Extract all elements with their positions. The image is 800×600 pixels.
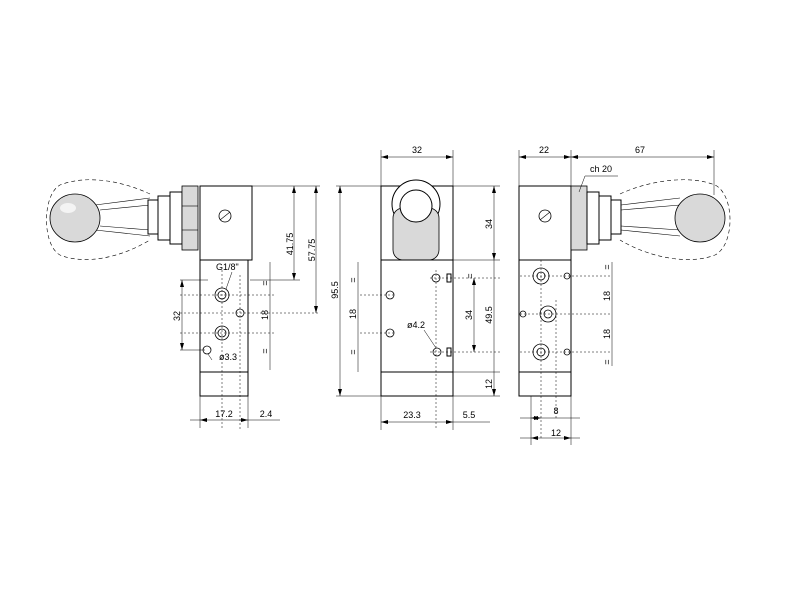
dim-equal-2: = [260,348,270,353]
dim-8: 8 [553,406,558,416]
right-handle-alt-outline [619,179,731,260]
dim-57-75: 57.75 [307,239,317,262]
dim-front-mid-34: 34 [464,310,474,320]
callout-hole-3-3: ø3.3 [219,352,237,362]
lever-arm [94,197,151,237]
dim-front-12: 12 [484,379,494,389]
callout-thread: G1/8" [216,262,239,272]
dim-right-eq-2: = [602,359,612,364]
dim-2-4: 2.4 [260,409,273,419]
arrowheads [180,155,714,440]
dim-22: 22 [539,145,549,155]
lock-nut [157,195,171,241]
dim-17-2: 17.2 [215,409,233,419]
front-base [380,371,454,397]
dim-18: 18 [260,310,270,320]
dim-right-18b: 18 [602,329,612,339]
right-hex-body [570,185,588,251]
dim-equal-1: = [260,280,270,285]
dim-right-eq-1: = [602,264,612,269]
front-hole-d [432,347,442,357]
dim-front-32: 32 [412,145,422,155]
dim-front-34: 34 [484,219,494,229]
dim-front-eq-1: = [348,277,358,282]
right-base [518,371,572,397]
dim-67: 67 [635,145,645,155]
right-view: 22 67 18 18 = = 8 12 ch 20 [518,145,731,445]
right-head [518,185,572,261]
valve-base [199,371,249,397]
dim-5-5: 5.5 [463,410,476,420]
right-lever-arm [620,197,681,237]
mount-nut [169,191,183,245]
dim-49-5: 49.5 [484,306,494,324]
dim-front-eq-3: = [465,273,475,278]
thread-collar [147,199,159,235]
callout-hole-4-2: ø4.2 [407,320,425,330]
left-view: 41.75 57.75 32 18 = = 17.2 2.4 G1/8" ø3.… [46,179,320,430]
front-view: 32 34 95.5 18 = = 34 49.5 12 = 23.3 5.5 … [330,145,500,430]
dim-95-5: 95.5 [330,281,340,299]
hex-body [181,185,199,251]
actuator-head [199,185,253,261]
knob-highlight [60,203,76,213]
dim-32: 32 [172,311,182,321]
right-handle-knob [674,193,726,243]
dim-right-12: 12 [551,428,561,438]
dim-front-eq-2: = [348,349,358,354]
dim-front-18: 18 [348,309,358,319]
callout-ch20: ch 20 [590,164,612,174]
dim-41-75: 41.75 [285,233,295,256]
dim-23-3: 23.3 [403,410,421,420]
dim-right-18a: 18 [602,291,612,301]
front-body [380,259,454,373]
handle-knob [49,193,101,243]
